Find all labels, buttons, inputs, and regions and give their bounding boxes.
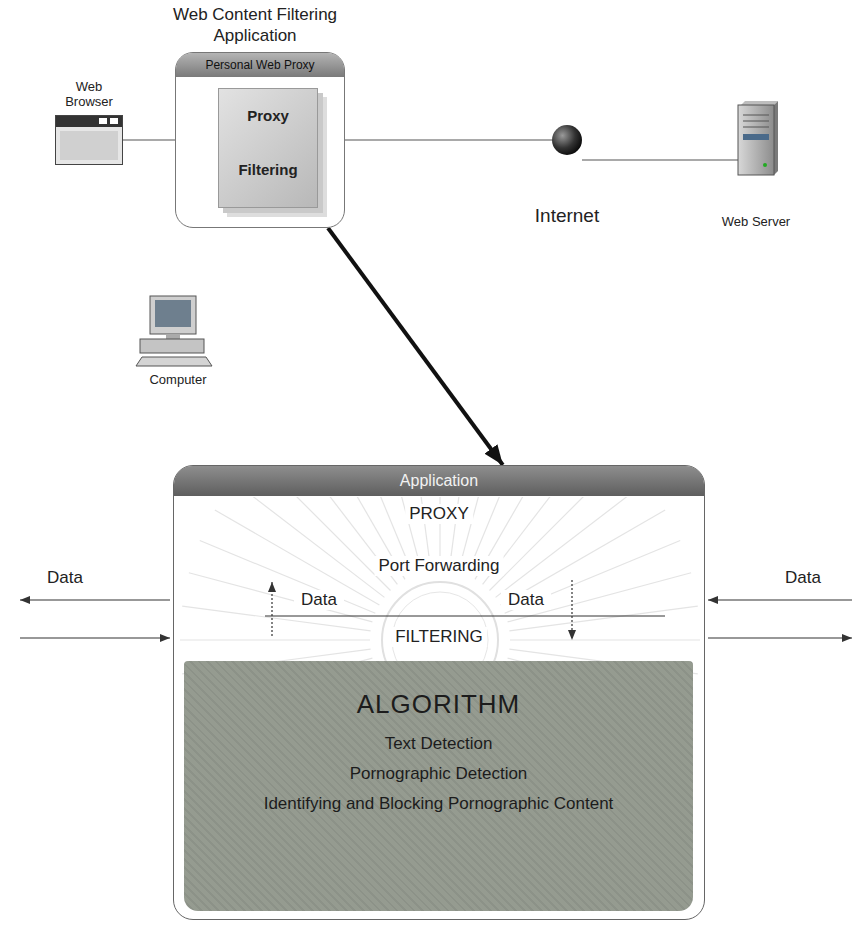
internet-globe: Internet <box>552 125 582 195</box>
browser-icon: Web Browser <box>55 115 123 165</box>
browser-window-icon <box>55 115 123 165</box>
server-icon <box>763 163 767 167</box>
data-flow-arrows <box>20 599 170 600</box>
process-label: Proxy <box>219 107 317 124</box>
algorithm-step: Text Detection <box>194 734 683 754</box>
globe-icon <box>552 125 582 155</box>
node-label: Internet <box>535 205 599 227</box>
connector-arrow <box>328 228 503 465</box>
process-label: Filtering <box>219 161 317 178</box>
layer-separator <box>265 616 665 617</box>
computer-icon <box>136 296 212 366</box>
server-icon <box>743 134 769 140</box>
watermark-seal <box>496 497 647 597</box>
flow-label: Data <box>40 568 90 588</box>
computer-icon <box>166 334 180 339</box>
flow-label: Data <box>501 590 551 610</box>
globe-icon <box>552 125 582 155</box>
browser-window-icon <box>60 131 118 160</box>
internal-data-arrows <box>571 580 572 640</box>
flow-label: Data <box>294 590 344 610</box>
node-label: Web Browser <box>57 79 121 110</box>
algorithm-step: Pornographic Detection <box>194 764 683 784</box>
watermark-seal <box>489 497 623 591</box>
panel-header: Application <box>174 466 704 496</box>
server-icon <box>738 101 778 175</box>
diagram-title: Web Content Filtering Application <box>150 4 360 47</box>
layer-title: FILTERING <box>391 627 487 647</box>
panel-header: Personal Web Proxy <box>176 53 344 77</box>
flow-label: Data <box>778 568 828 588</box>
application-panel: ALGORITHM Text DetectionPornographic Dete… <box>173 465 705 920</box>
layer-title: PROXY <box>405 504 473 524</box>
computer-icon <box>136 357 212 366</box>
watermark-seal <box>510 639 700 640</box>
algorithm-step: Identifying and Blocking Pornographic Co… <box>194 794 683 814</box>
computer-icon <box>140 339 204 353</box>
connector-line <box>582 159 738 160</box>
computer-icon <box>155 300 191 327</box>
server-box: Web Server <box>738 105 774 206</box>
data-flow-arrows <box>708 637 852 638</box>
algorithm-title: ALGORITHM <box>194 689 683 720</box>
proxy-panel: ProxyFiltering Personal Web Proxy <box>175 52 345 228</box>
watermark-seal <box>234 497 385 597</box>
process-box: ProxyFiltering <box>218 88 318 208</box>
algorithm-box: ALGORITHM Text DetectionPornographic Dete… <box>184 661 693 911</box>
server-icon <box>738 105 774 175</box>
server-icon <box>743 121 769 122</box>
server-icon <box>743 127 769 128</box>
internal-data-arrows <box>271 582 272 636</box>
connector-line <box>345 139 552 140</box>
server-icon <box>774 101 778 175</box>
watermark-seal <box>256 497 390 591</box>
data-flow-arrows <box>20 637 170 638</box>
watermark-seal <box>180 639 370 640</box>
layer-label: Port Forwarding <box>375 556 504 576</box>
server-icon <box>743 115 769 116</box>
data-flow-arrows <box>708 599 852 600</box>
browser-window-icon <box>55 115 123 165</box>
browser-window-icon <box>110 118 118 124</box>
connector-line <box>123 139 175 140</box>
watermark-seal <box>189 573 373 622</box>
server-icon <box>741 101 778 105</box>
browser-window-icon <box>99 118 107 124</box>
node-label: Web Server <box>722 214 790 229</box>
device-label: Computer <box>138 372 218 387</box>
browser-window-icon <box>55 115 123 127</box>
computer-icon <box>150 296 196 334</box>
